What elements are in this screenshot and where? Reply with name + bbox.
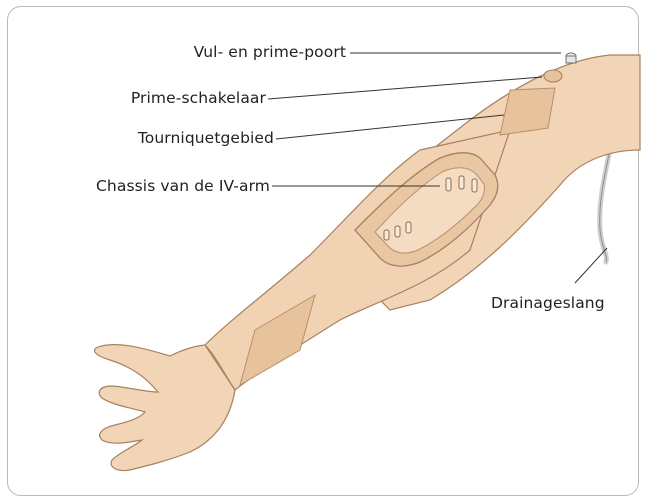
fill-prime-port (566, 53, 576, 63)
label-iv-arm-chassis: Chassis van de IV-arm (96, 177, 270, 195)
label-tourniquet-area: Tourniquetgebied (138, 129, 274, 147)
hand (94, 345, 235, 471)
drainage-tube (600, 140, 612, 262)
label-drainage-tube: Drainageslang (491, 294, 605, 312)
label-prime-switch: Prime-schakelaar (131, 89, 266, 107)
prime-switch (544, 70, 562, 82)
label-fill-prime-port: Vul- en prime-poort (194, 43, 346, 61)
